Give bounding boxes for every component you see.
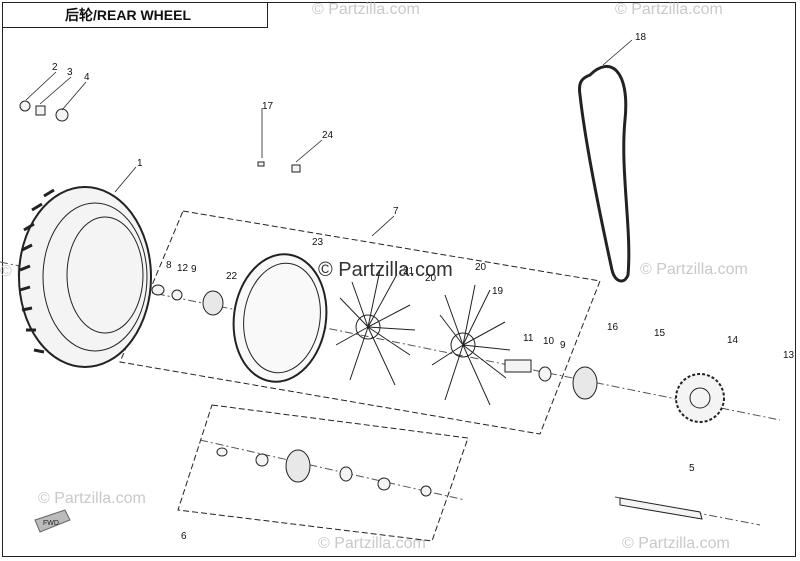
drive-belt <box>578 64 631 283</box>
callout-22: 22 <box>226 271 238 282</box>
callout-20b: 20 <box>475 262 487 273</box>
callout-18: 18 <box>635 32 647 43</box>
watermark-bottom: © Partzilla.com <box>318 535 426 552</box>
callout-7: 7 <box>393 206 399 217</box>
watermark-top: © Partzilla.com <box>312 1 420 18</box>
fwd-arrow-icon <box>34 509 71 533</box>
callout-13: 13 <box>783 350 795 361</box>
rear-sprocket <box>675 373 725 423</box>
callout-24: 24 <box>322 130 334 141</box>
callout-2: 2 <box>52 62 58 73</box>
sprocket-carrier <box>572 366 598 400</box>
callout-15: 15 <box>654 328 666 339</box>
rear-tire <box>18 186 152 368</box>
wheel-assembly-box <box>119 210 601 435</box>
callout-9b: 9 <box>560 340 566 351</box>
callout-19: 19 <box>492 286 504 297</box>
watermark-bottom-right: © Partzilla.com <box>622 535 730 552</box>
callout-21: 21 <box>403 266 415 277</box>
rim <box>232 253 328 383</box>
callout-12: 12 <box>177 263 189 274</box>
callout-6: 6 <box>181 531 187 542</box>
valve-nut-parts <box>19 100 69 122</box>
watermark-right: © Partzilla.com <box>640 261 748 278</box>
callout-17: 17 <box>262 101 274 112</box>
hub-assembly-box <box>177 404 469 542</box>
page-title: 后轮/REAR WHEEL <box>2 2 268 28</box>
callout-9: 9 <box>191 264 197 275</box>
callout-labels: 1 2 3 4 5 6 7 8 9 9 10 11 12 13 14 15 16 17… <box>52 32 795 542</box>
callout-23: 23 <box>312 237 324 248</box>
watermark-top-right: © Partzilla.com <box>615 1 723 18</box>
callout-5: 5 <box>689 463 695 474</box>
callout-16: 16 <box>607 322 619 333</box>
callout-3: 3 <box>67 67 73 78</box>
valve-parts <box>257 161 301 173</box>
spoke-set-left <box>335 269 416 386</box>
spoke-set-right <box>431 284 511 406</box>
leader-lines <box>25 39 633 237</box>
callout-14: 14 <box>727 335 739 346</box>
fwd-label: FWD <box>43 520 59 527</box>
wheel-hub-parts <box>151 284 552 382</box>
watermark-bottom-left: © Partzilla.com <box>38 490 146 507</box>
watermark-center: © Partzilla.com <box>318 259 453 281</box>
callout-4: 4 <box>84 72 90 83</box>
hub-assembly-parts <box>216 447 432 497</box>
axle-bolt <box>619 497 703 520</box>
callout-8: 8 <box>166 260 172 271</box>
callout-20: 20 <box>425 273 437 284</box>
callout-1: 1 <box>137 158 143 169</box>
callout-11: 11 <box>523 333 534 344</box>
axle-bolt-centerline <box>614 496 761 526</box>
callout-10: 10 <box>543 336 555 347</box>
